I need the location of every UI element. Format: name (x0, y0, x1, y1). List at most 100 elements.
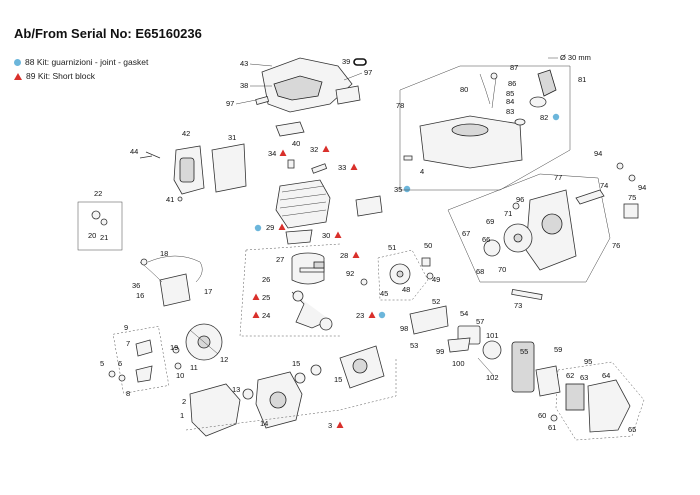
callout-22: 22 (94, 189, 102, 198)
callout-32: 32 (310, 145, 318, 154)
callout-23: 23 (356, 311, 364, 320)
callout-27: 27 (276, 255, 284, 264)
crankcase-group (185, 345, 397, 437)
callout-24: 24 (262, 311, 270, 320)
callout-16: 16 (136, 291, 144, 300)
callout-101: 101 (486, 331, 499, 340)
callout-83: 83 (506, 107, 514, 116)
callout-21: 21 (100, 233, 108, 242)
callout-15-left: 15 (292, 359, 300, 368)
callout-41: 41 (166, 195, 174, 204)
callout-102: 102 (486, 373, 499, 382)
callout-33: 33 (338, 163, 346, 172)
callout-96: 96 (516, 195, 524, 204)
callout-18: 18 (160, 249, 168, 258)
callout-1: 1 (180, 411, 184, 420)
callout-63: 63 (580, 373, 588, 382)
callout-8: 8 (126, 389, 130, 398)
gasket-kit-dot-icon (14, 58, 21, 66)
callout-84: 84 (506, 97, 514, 106)
callout-38: 38 (240, 81, 248, 90)
callout-39: 39 (342, 57, 350, 66)
callout-5: 5 (100, 359, 104, 368)
fuel-tank-group (399, 65, 571, 191)
callout-20: 20 (88, 231, 96, 240)
oil-pump-group (360, 249, 434, 301)
callout-62: 62 (566, 371, 574, 380)
callout-80: 80 (460, 85, 468, 94)
callout-86: 86 (508, 79, 516, 88)
callout-31: 31 (228, 133, 236, 142)
callout-64: 64 (602, 371, 610, 380)
legend-short-block-text: 89 Kit: Short block (26, 71, 95, 81)
callout-40: 40 (292, 139, 300, 148)
top-cover-group (255, 57, 361, 137)
callout-97-top: 97 (364, 68, 372, 77)
callout-4: 4 (420, 167, 424, 176)
callout-13: 13 (232, 385, 240, 394)
callout-54: 54 (460, 309, 468, 318)
callout-81: 81 (578, 75, 586, 84)
callout-78: 78 (396, 101, 404, 110)
callout-66: 66 (482, 235, 490, 244)
callout-29: 29 (266, 223, 274, 232)
callout-94-right: 94 (638, 183, 646, 192)
carburettor-group (409, 305, 535, 393)
ignition-group (77, 201, 203, 307)
callout-68: 68 (476, 267, 484, 276)
callout-2: 2 (182, 397, 186, 406)
callout-99: 99 (436, 347, 444, 356)
callout-65: 65 (628, 425, 636, 434)
callout-53: 53 (410, 341, 418, 350)
callout-95: 95 (584, 357, 592, 366)
callout-60: 60 (538, 411, 546, 420)
short-block-triangle-icon (14, 72, 22, 80)
air-box-group (139, 143, 247, 202)
callout-45: 45 (380, 289, 388, 298)
callout-57: 57 (476, 317, 484, 326)
callout-48: 48 (402, 285, 410, 294)
callout-73: 73 (514, 301, 522, 310)
callout-25: 25 (262, 293, 270, 302)
callout-77: 77 (554, 173, 562, 182)
callout-group-top: 43 39 97 38 97 40 (226, 57, 372, 148)
cylinder-group (275, 159, 383, 245)
legend: 88 Kit: guarnizioni - joint - gasket 89 … (14, 55, 148, 83)
callout-85: 85 (506, 89, 514, 98)
callout-3: 3 (328, 421, 332, 430)
callout-97-left: 97 (226, 99, 234, 108)
callout-19: 19 (170, 343, 178, 352)
callout-87: 87 (510, 63, 518, 72)
serial-header: Ab/From Serial No: E65160236 (14, 26, 202, 41)
callout-43: 43 (240, 59, 248, 68)
diameter-note: Ø 30 mm (560, 53, 591, 62)
callout-30: 30 (322, 231, 330, 240)
callout-59: 59 (554, 345, 562, 354)
callout-100: 100 (452, 359, 465, 368)
callout-75: 75 (628, 193, 636, 202)
callout-94-top: 94 (594, 149, 602, 158)
callout-11: 11 (190, 363, 198, 372)
callout-17: 17 (204, 287, 212, 296)
starter-group (447, 162, 639, 301)
callout-42: 42 (182, 129, 190, 138)
piston-group (291, 252, 333, 331)
callout-74: 74 (600, 181, 608, 190)
callout-82: 82 (540, 113, 548, 122)
callout-6: 6 (118, 359, 122, 368)
flywheel-group (108, 323, 223, 394)
callout-36: 36 (132, 281, 140, 290)
legend-row-gasket-kit: 88 Kit: guarnizioni - joint - gasket (14, 55, 148, 69)
callout-52: 52 (432, 297, 440, 306)
callout-34: 34 (268, 149, 276, 158)
callout-61: 61 (548, 423, 556, 432)
callout-69: 69 (486, 217, 494, 226)
air-filter-group (535, 361, 645, 441)
callout-71: 71 (504, 209, 512, 218)
callout-51: 51 (388, 243, 396, 252)
callout-49: 49 (432, 275, 440, 284)
callout-76: 76 (612, 241, 620, 250)
callout-15-right: 15 (334, 375, 342, 384)
callout-44: 44 (130, 147, 138, 156)
callout-9: 9 (124, 323, 128, 332)
